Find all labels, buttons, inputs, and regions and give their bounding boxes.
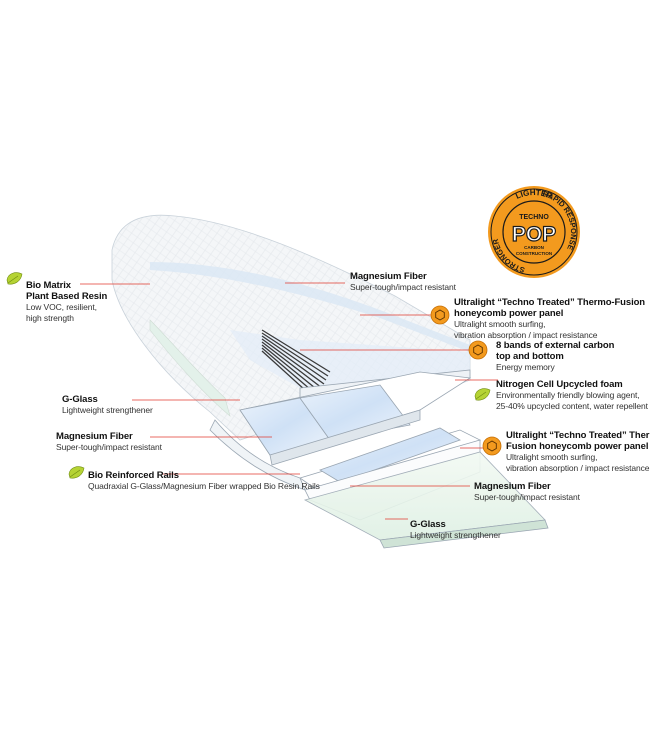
label-magnesium-bottom: Magnesium Fiber Super-tough/impact resis… — [474, 481, 580, 502]
badge-center-main: POP — [512, 223, 556, 246]
leaf-icon — [6, 272, 23, 285]
leaf-icon — [474, 388, 491, 401]
label-bio-rails: Bio Reinforced Rails Quadraxial G-Glass/… — [88, 470, 320, 491]
layer-stack — [209, 369, 549, 549]
hexagon-icon — [482, 436, 502, 456]
hexagon-icon — [430, 305, 450, 325]
badge-center-top: TECHNO — [519, 214, 549, 221]
hexagon-icon — [468, 340, 488, 360]
label-gglass-left: G-Glass Lightweight strengthener — [62, 394, 153, 415]
label-honeycomb-top: Ultralight “Techno Treated” Thermo-Fusio… — [454, 297, 646, 340]
badge-ring-top: LIGHTER — [514, 188, 554, 201]
label-bio-matrix: Bio Matrix Plant Based Resin Low VOC, re… — [26, 280, 108, 323]
rail-glass — [149, 319, 231, 417]
label-nitrogen-foam: Nitrogen Cell Upcycled foam Environmenta… — [496, 379, 648, 411]
leader-lines — [80, 282, 498, 520]
label-honeycomb-bottom: Ultralight “Techno Treated” Thermo- Fusi… — [506, 430, 650, 473]
leaf-icon — [68, 466, 85, 479]
label-carbon-bands: 8 bands of external carbon top and botto… — [496, 340, 615, 372]
techno-pop-badge: LIGHTER RAPID RESPONSE STRONGER TECHNO P… — [488, 186, 580, 278]
badge-center-sub1: CARBON — [524, 245, 544, 250]
label-gglass-bottom: G-Glass Lightweight strengthener — [410, 519, 501, 540]
label-magnesium-top: Magnesium Fiber Super-tough/impact resis… — [350, 271, 456, 292]
label-magnesium-left: Magnesium Fiber Super-tough/impact resis… — [56, 431, 162, 452]
badge-center-sub2: CONSTRUCTION — [516, 251, 552, 256]
